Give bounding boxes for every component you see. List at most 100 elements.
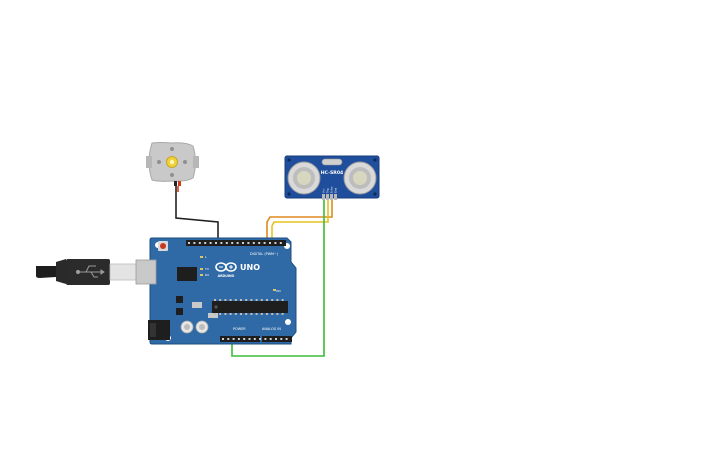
sensor-pin-vcc: Vcc: [322, 188, 326, 193]
pin-dot: [255, 313, 258, 315]
pin-dot: [220, 242, 223, 244]
digital-pin-markers: [188, 242, 282, 244]
power-label: POWER: [233, 327, 246, 331]
usb-symbol-icon: [75, 265, 105, 278]
ultrasonic-sensor[interactable]: HC-SR04 Vcc Trig Echo Gnd: [284, 155, 380, 200]
pin-dot: [198, 242, 201, 244]
microcontroller-chip: [212, 299, 288, 315]
arduino-logo-text: ARDUINO: [218, 274, 235, 278]
pin-dot: [274, 242, 277, 244]
usb-jack: [135, 259, 157, 285]
wire-echo-orange[interactable]: [266, 198, 333, 240]
power-header[interactable]: [220, 336, 260, 342]
transducer-left: [287, 161, 321, 195]
pin-dot: [232, 338, 235, 340]
analog-label: ANALOG IN: [262, 327, 281, 331]
pin-dot: [266, 313, 268, 315]
pin-dot: [260, 299, 263, 301]
pin-dot: [245, 313, 248, 315]
sensor-pin-labels: Vcc Trig Echo Gnd: [322, 186, 338, 193]
pin-dot: [276, 299, 279, 301]
pin-dot: [240, 299, 242, 301]
pin-dot: [188, 242, 190, 244]
led-l-label: L: [205, 255, 207, 259]
pin-dot: [255, 299, 258, 301]
pin-dot: [269, 338, 272, 340]
pin-dot: [280, 338, 283, 340]
pin-dot: [252, 242, 255, 244]
pin-dot: [269, 242, 271, 244]
pin-dot: [263, 242, 266, 244]
pin-dot: [209, 242, 212, 244]
pin-dot: [225, 242, 228, 244]
led-rx-label: RX: [205, 273, 209, 277]
pin-dot: [224, 299, 227, 301]
arduino-uno-board[interactable]: L TX RX ARDUINO UNO DIGITAL (PWM~): [135, 237, 297, 345]
pin-dot: [237, 338, 240, 340]
pin-dot: [279, 242, 282, 244]
pin-dot: [231, 242, 234, 244]
dc-motor[interactable]: [146, 142, 199, 187]
pin-dot: [243, 338, 246, 340]
pin-dot: [271, 299, 274, 301]
arduino-logo-icon: [215, 262, 237, 272]
lower-pin-markers: [222, 338, 288, 340]
pin-dot: [247, 242, 250, 244]
pin-dot: [271, 313, 274, 315]
pin-dot: [219, 313, 222, 315]
pin-dot: [281, 313, 284, 315]
digital-header[interactable]: [186, 240, 286, 246]
pin-dot: [215, 242, 217, 244]
pin-dot: [224, 313, 227, 315]
pin-dot: [259, 338, 262, 340]
pin-dot: [240, 313, 242, 315]
sensor-pin-gnd: Gnd: [334, 187, 338, 193]
transducer-right: [343, 161, 377, 195]
sensor-pin-echo: Echo: [330, 186, 334, 193]
pin-dot: [214, 299, 216, 301]
reset-button[interactable]: [158, 241, 168, 251]
pin-dot: [234, 299, 237, 301]
sensor-model-label: HC-SR04: [321, 170, 343, 176]
pin-dot: [276, 313, 279, 315]
pin-dot: [245, 299, 248, 301]
wire-trig-yellow[interactable]: [271, 198, 329, 240]
pin-dot: [250, 313, 253, 315]
usb-cable[interactable]: [36, 259, 159, 285]
pin-dot: [258, 242, 261, 244]
pin-dot: [285, 338, 288, 340]
wire-power-green[interactable]: [231, 198, 325, 357]
pin-dot: [242, 242, 244, 244]
capacitors: [180, 320, 209, 334]
pin-dot: [250, 299, 253, 301]
pin-dot: [281, 299, 284, 301]
pin-dot: [253, 338, 256, 340]
pin-dot: [214, 313, 216, 315]
pin-dot: [229, 313, 232, 315]
wire-motor-black[interactable]: [175, 185, 219, 240]
pin-dot: [234, 313, 237, 315]
crystal-oscillator: [321, 158, 343, 166]
pin-dot: [275, 338, 277, 340]
power-jack: [148, 320, 170, 340]
wires: [175, 185, 333, 357]
pin-dot: [193, 242, 196, 244]
pin-dot: [229, 299, 232, 301]
pin-dot: [219, 299, 222, 301]
pin-dot: [227, 338, 230, 340]
board-model-label: UNO: [240, 263, 260, 272]
digital-label: DIGITAL (PWM~): [250, 252, 279, 256]
pin-dot: [204, 242, 207, 244]
sensor-pins: [322, 194, 337, 200]
on-led-label: ON: [276, 289, 281, 293]
status-leds: [200, 256, 203, 276]
led-tx-label: TX: [204, 267, 209, 271]
pin-dot: [266, 299, 268, 301]
sensor-pin-trig: Trig: [326, 188, 330, 193]
pin-dot: [260, 313, 263, 315]
usb-chip: [177, 267, 197, 281]
pin-dot: [222, 338, 224, 340]
pin-dot: [264, 338, 267, 340]
pin-dot: [248, 338, 251, 340]
